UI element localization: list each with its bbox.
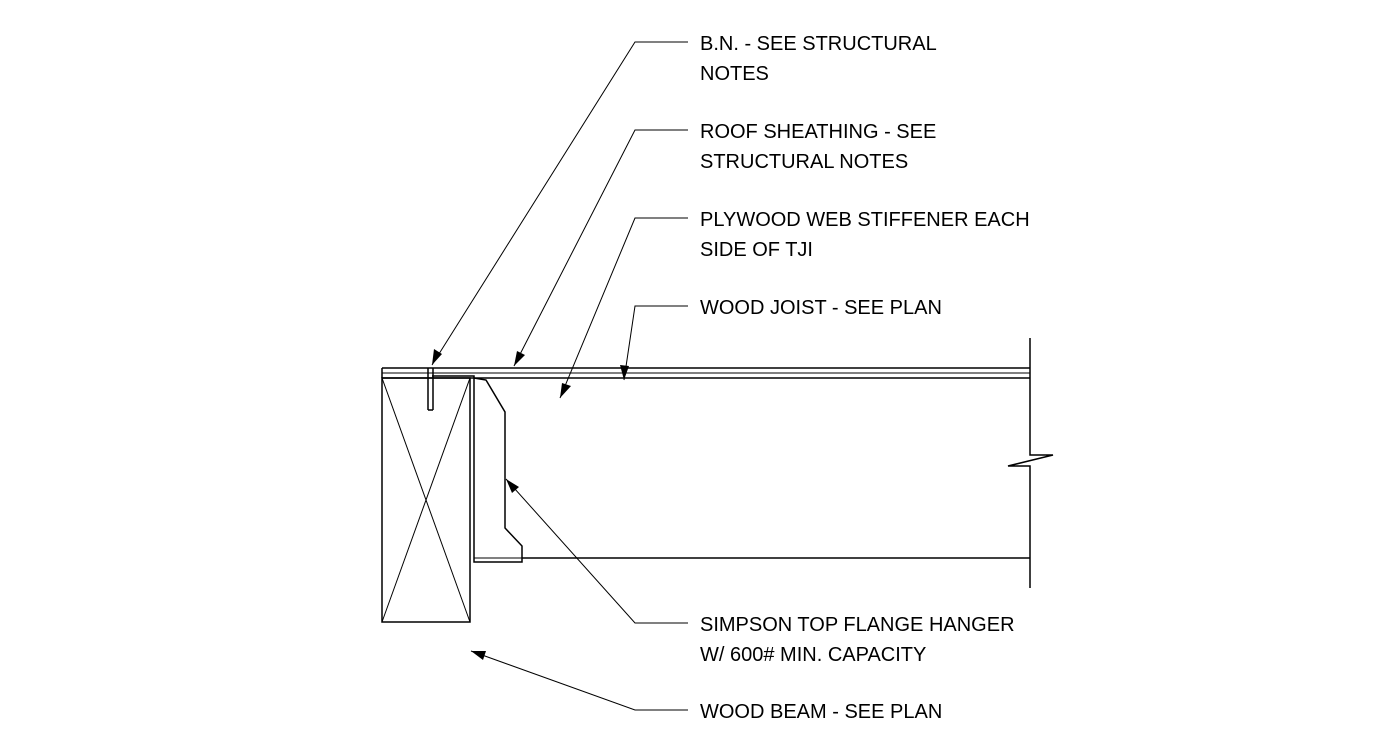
label-roof-sheathing-line-1: ROOF SHEATHING - SEE [700, 121, 936, 143]
label-wood-beam: WOOD BEAM - SEE PLAN [700, 701, 942, 723]
label-bn-line-2: NOTES [700, 63, 769, 85]
label-hanger: SIMPSON TOP FLANGE HANGER W/ 600# MIN. C… [700, 614, 1015, 666]
roof-sheathing [381, 367, 1030, 379]
label-web-stiffener-line-1: PLYWOOD WEB STIFFENER EACH [700, 209, 1030, 231]
leader-web-stiffener [559, 217, 688, 399]
label-web-stiffener: PLYWOOD WEB STIFFENER EACH SIDE OF TJI [700, 209, 1030, 261]
leader-wood-beam [470, 650, 688, 711]
leader-bn [431, 41, 688, 366]
label-hanger-line-2: W/ 600# MIN. CAPACITY [700, 644, 926, 666]
leader-wood-joist [620, 305, 688, 381]
label-bn: B.N. - SEE STRUCTURAL NOTES [700, 33, 937, 85]
hanger [432, 375, 523, 563]
label-bn-line-1: B.N. - SEE STRUCTURAL [700, 33, 937, 55]
label-roof-sheathing: ROOF SHEATHING - SEE STRUCTURAL NOTES [700, 121, 936, 173]
break-line [1007, 338, 1054, 588]
label-web-stiffener-line-2: SIDE OF TJI [700, 239, 813, 261]
leader-roof-sheathing [513, 129, 688, 367]
label-hanger-line-1: SIMPSON TOP FLANGE HANGER [700, 614, 1015, 636]
wood-beam [381, 377, 471, 623]
label-wood-beam-line-1: WOOD BEAM - SEE PLAN [700, 701, 942, 723]
label-roof-sheathing-line-2: STRUCTURAL NOTES [700, 151, 908, 173]
label-wood-joist: WOOD JOIST - SEE PLAN [700, 297, 942, 319]
nail [427, 368, 434, 411]
leader-hanger [505, 478, 688, 624]
label-wood-joist-line-1: WOOD JOIST - SEE PLAN [700, 297, 942, 319]
